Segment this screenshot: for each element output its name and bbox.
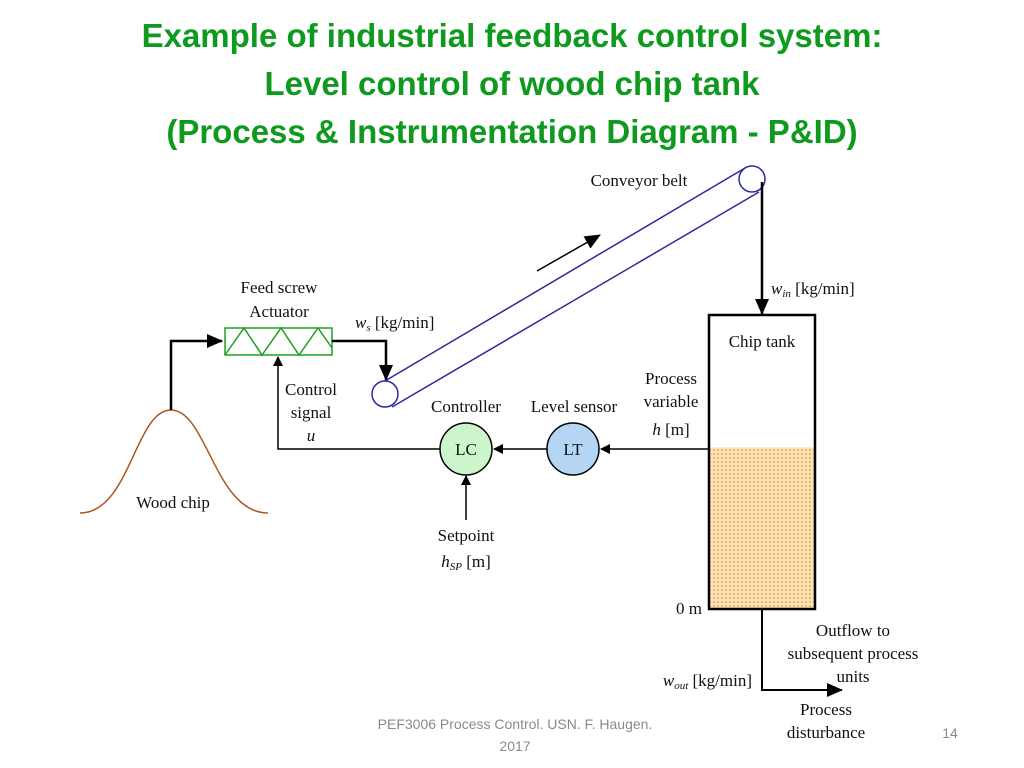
title-line-2: Level control of wood chip tank — [264, 65, 760, 102]
footer-source-line-2: 2017 — [499, 738, 531, 754]
actuator-label: Actuator — [249, 302, 309, 321]
footer-source: PEF3006 Process Control. USN. F. Haugen.… — [350, 713, 680, 757]
feed-screw-actuator — [224, 326, 333, 357]
disturbance-label-2: disturbance — [787, 723, 865, 742]
zero-level-label: 0 m — [676, 599, 702, 618]
tank-chip-level — [709, 447, 815, 609]
feed-screw-label: Feed screw — [241, 278, 319, 297]
chip-tank-label: Chip tank — [729, 332, 796, 351]
level-sensor-label: Level sensor — [531, 397, 618, 416]
control-signal-line — [273, 356, 440, 450]
ws-label: ws [kg/min] — [355, 313, 434, 334]
control-signal-label-2: signal — [291, 403, 332, 422]
outflow-line — [761, 609, 843, 697]
controller-label: Controller — [431, 397, 501, 416]
process-variable-label-1: Process — [645, 369, 697, 388]
control-signal-u: u — [307, 426, 316, 445]
outflow-label-2: subsequent process — [788, 644, 919, 663]
lt-tag: LT — [563, 440, 583, 459]
win-label: win [kg/min] — [771, 279, 855, 300]
process-variable-label-2: variable — [644, 392, 699, 411]
setpoint-label: Setpoint — [438, 526, 495, 545]
wout-label: wout [kg/min] — [663, 671, 752, 692]
footer-source-line-1: PEF3006 Process Control. USN. F. Haugen. — [377, 716, 653, 732]
outflow-label-3: units — [836, 667, 869, 686]
belt-direction-arrow — [536, 234, 601, 272]
h-label: h [m] — [652, 420, 689, 439]
conveyor-belt-label: Conveyor belt — [591, 171, 688, 190]
slide-title: Example of industrial feedback control s… — [0, 12, 1024, 156]
hsp-label: hSP [m] — [441, 552, 491, 573]
title-line-1: Example of industrial feedback control s… — [141, 17, 883, 54]
conveyor-belt — [371, 165, 766, 408]
disturbance-label-1: Process — [800, 700, 852, 719]
control-signal-label-1: Control — [285, 380, 337, 399]
page-number: 14 — [942, 725, 958, 741]
lc-tag: LC — [455, 440, 477, 459]
ws-flow-line — [332, 339, 393, 381]
wood-chip-feed-line — [169, 334, 223, 410]
wood-chip-label: Wood chip — [136, 493, 210, 512]
title-line-3: (Process & Instrumentation Diagram - P&I… — [166, 113, 858, 150]
outflow-label-1: Outflow to — [816, 621, 890, 640]
